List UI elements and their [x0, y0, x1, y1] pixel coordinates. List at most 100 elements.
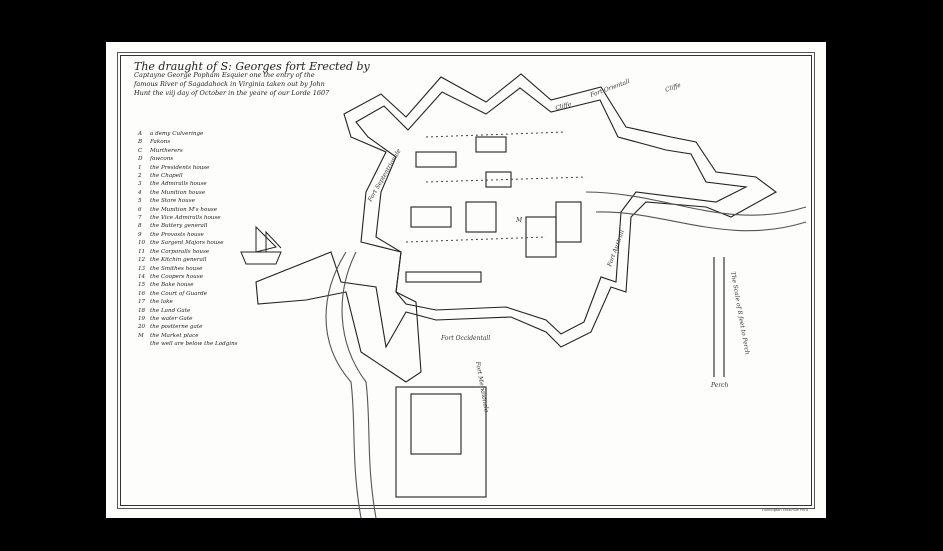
- legend-item: 14 the Coopers house: [138, 273, 238, 281]
- legend-key: 13: [138, 265, 146, 272]
- legend-text: the Kitchin generall: [150, 257, 207, 264]
- legend-key: A: [138, 131, 143, 137]
- fort-plan-drawing: Cliffe Cliffe Fort Orientall Fort Septen…: [240, 73, 807, 518]
- legend-key: 8: [138, 223, 142, 230]
- legend-key: 6: [138, 206, 142, 213]
- legend-text: the Buttery generall: [150, 223, 208, 230]
- legend-text: the Munition M's house: [150, 206, 218, 213]
- legend-item: 3 the Admiralls house: [138, 180, 238, 188]
- legend-text: the Presidents house: [150, 164, 210, 171]
- building: [555, 201, 582, 243]
- legend-text: the Store house: [150, 198, 195, 205]
- legend-text: the Market place: [150, 332, 199, 339]
- legend-text: the Coopers house: [150, 273, 203, 280]
- legend-text: the Admiralls house: [150, 181, 207, 188]
- legend-key: C: [138, 147, 143, 154]
- legend-text: the Corporalls house: [150, 248, 210, 255]
- label-fort-australl: Fort Australl: [606, 229, 626, 269]
- legend-item: 17 the lake: [138, 298, 238, 306]
- title-line-4: Hunt the viij day of October in the year…: [134, 89, 330, 97]
- building: [410, 206, 452, 228]
- legend-key: 15: [138, 282, 146, 289]
- shoreline-west: [325, 251, 377, 518]
- legend-item: 7 the Vice Admiralls house: [138, 214, 238, 222]
- legend-key: 18: [138, 307, 146, 314]
- label-scale-unit: Perch: [710, 382, 729, 389]
- legend-key: 5: [138, 198, 142, 205]
- legend-key: 1: [138, 164, 142, 171]
- legend-key: 16: [138, 290, 146, 297]
- legend-text: the Sargent Majors house: [150, 240, 224, 247]
- garden-plot: [410, 393, 462, 455]
- legend-key: 4: [138, 189, 142, 196]
- legend-text: Murtherers: [150, 147, 183, 154]
- legend-item: B Fakons: [138, 138, 238, 146]
- legend-item: 12 the Kitchin generall: [138, 256, 238, 264]
- fort-wall-inner: [355, 87, 748, 335]
- legend-text: fawcons: [150, 156, 174, 163]
- title-line-2: Captayne George Popham Esquier one the e…: [134, 71, 315, 79]
- label-market: M: [515, 217, 523, 224]
- legend-text: the Court of Guarde: [150, 290, 208, 297]
- legend-text: a demy Culveringe: [150, 131, 204, 137]
- legend-item: 11 the Corporalls house: [138, 248, 238, 256]
- legend-key: 14: [138, 273, 146, 280]
- legend-item: 2 the Chapell: [138, 172, 238, 180]
- legend-text: the Chapell: [150, 173, 183, 180]
- legend-text: the Provosts house: [150, 231, 204, 238]
- legend-item: 16 the Court of Guarde: [138, 290, 238, 298]
- building: [415, 151, 457, 168]
- legend-item: 1 the Presidents house: [138, 164, 238, 172]
- river-east: [585, 191, 807, 232]
- legend-text: the Munition house: [150, 189, 206, 196]
- map-title: The draught of S: Georges fort Erected b…: [134, 60, 374, 98]
- legend-item: 4 the Munition house: [138, 189, 238, 197]
- legend-key: M: [138, 332, 144, 339]
- legend-text: Fakons: [150, 139, 171, 146]
- legend-item: 9 the Provosts house: [138, 231, 238, 239]
- label-cliffe-2: Cliffe: [664, 82, 682, 94]
- label-cliffe-1: Cliffe: [555, 101, 573, 112]
- legend-key: 9: [138, 231, 142, 238]
- legend-item: 18 the Land Gate: [138, 307, 238, 315]
- legend-key: 12: [138, 257, 146, 264]
- building: [465, 201, 497, 233]
- legend-text: the well are below the Lodgins: [150, 341, 238, 348]
- legend-key: 17: [138, 299, 146, 306]
- legend-text: the Land Gate: [150, 307, 191, 314]
- legend-item: 5 the Store house: [138, 197, 238, 205]
- legend-key: B: [138, 139, 143, 146]
- fort-wall-outer: [255, 73, 778, 383]
- legend-key: 3: [138, 181, 142, 188]
- legend-key: 20: [138, 324, 146, 331]
- garden-enclosure: [395, 386, 487, 498]
- legend-key: 10: [138, 240, 146, 247]
- legend-text: the lake: [150, 299, 173, 306]
- legend-text: the Vice Admiralls house: [150, 215, 221, 222]
- legend-key: 7: [138, 215, 142, 222]
- map-sheet: Cliffe Cliffe Fort Orientall Fort Septen…: [106, 42, 826, 518]
- printer-credit: Huntington Facsimile Print: [762, 508, 808, 512]
- outer-border: [117, 52, 815, 509]
- legend-item: the well are below the Lodgins: [138, 340, 238, 348]
- title-line-3: famous River of Sagadahock in Virginia t…: [134, 80, 325, 88]
- legend-key: 2: [138, 173, 142, 180]
- title-line-1: The draught of S: Georges fort Erected b…: [134, 60, 370, 73]
- legend-item: 10 the Sargent Majors house: [138, 239, 238, 247]
- legend-key: D: [138, 156, 143, 163]
- legend-item: 8 the Buttery generall: [138, 222, 238, 230]
- legend-key: 11: [138, 248, 146, 255]
- building: [475, 136, 507, 153]
- legend-item: 6 the Munition M's house: [138, 206, 238, 214]
- legend-key: 19: [138, 315, 146, 322]
- building-row: [405, 271, 482, 283]
- legend-text: the postterne gate: [150, 324, 203, 331]
- ship-icon: [240, 225, 282, 265]
- legend-item: 20 the postterne gate: [138, 323, 238, 331]
